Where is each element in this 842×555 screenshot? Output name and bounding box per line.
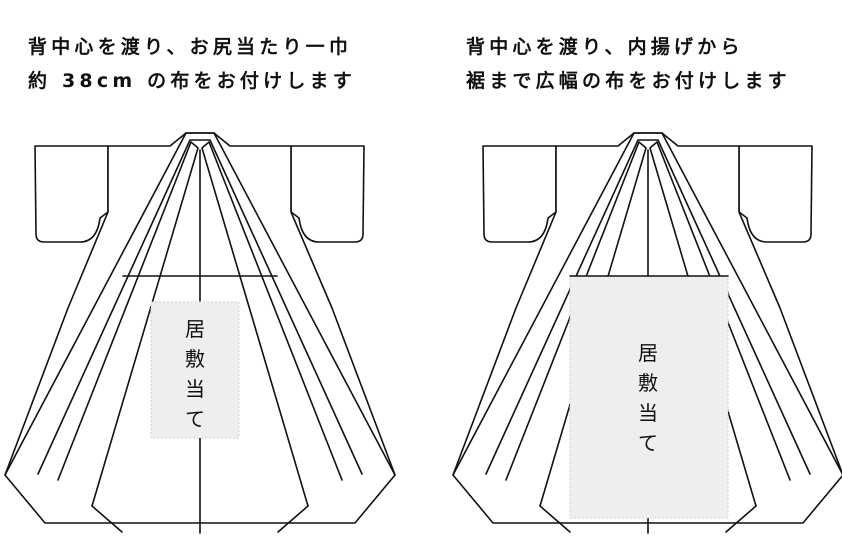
caption-right-line2: 裾まで広幅の布をお付けします: [466, 70, 791, 92]
caption-left: 背中心を渡り、お尻当たり一巾 約 38cm の布をお付けします: [28, 30, 356, 98]
patch-label-right-4: て: [638, 431, 658, 455]
seat-patch-left: [150, 301, 240, 439]
patch-label-right-3: 当: [638, 401, 658, 425]
patch-label-left-2: 敷: [185, 347, 205, 371]
patch-label-right-2: 敷: [638, 371, 658, 395]
caption-right: 背中心を渡り、内揚げから 裾まで広幅の布をお付けします: [466, 30, 791, 98]
kimono-left: 居 敷 当 て: [4, 132, 396, 534]
patch-label-left-4: て: [185, 407, 205, 431]
caption-right-line1: 背中心を渡り、内揚げから: [466, 36, 744, 58]
kimono-right: 居 敷 当 て: [452, 132, 842, 534]
caption-left-line1: 背中心を渡り、お尻当たり一巾: [28, 36, 353, 58]
patch-label-left-3: 当: [185, 377, 205, 401]
patch-label-left-1: 居: [185, 317, 205, 341]
patch-label-right-1: 居: [638, 341, 658, 365]
caption-left-line2: 約 38cm の布をお付けします: [28, 70, 356, 92]
seat-patch-right: [569, 275, 729, 519]
